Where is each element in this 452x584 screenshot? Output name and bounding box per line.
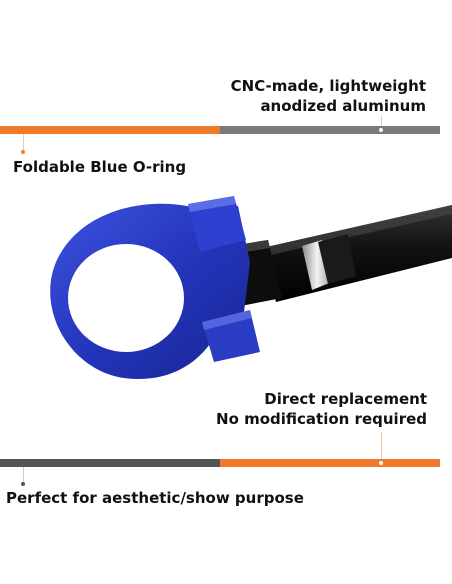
cnc-caption: CNC-made, lightweight anodized aluminum (231, 76, 426, 116)
bottom-connector-left (23, 467, 24, 484)
top-bar-gray (220, 126, 440, 134)
bottom-dot-left (21, 482, 25, 486)
blue-o-ring (50, 196, 260, 379)
top-dot-right (379, 128, 383, 132)
top-connector-left (23, 134, 24, 152)
top-connector-right (381, 116, 382, 126)
tow-bar (262, 205, 452, 302)
direct-caption: Direct replacement No modification requi… (216, 389, 427, 429)
cnc-caption-line2: anodized aluminum (260, 97, 426, 115)
aesthetic-caption: Perfect for aesthetic/show purpose (6, 489, 304, 507)
bottom-dot-right (379, 461, 383, 465)
cnc-caption-line1: CNC-made, lightweight (230, 77, 426, 95)
top-bar-orange (0, 126, 220, 134)
top-dot-left (21, 150, 25, 154)
bottom-bar-orange (220, 459, 440, 467)
silver-nut (302, 234, 356, 290)
foldable-caption: Foldable Blue O-ring (13, 158, 187, 176)
bottom-bar-gray (0, 459, 220, 467)
direct-caption-line2: No modification required (216, 410, 427, 428)
direct-caption-line1: Direct replacement (264, 390, 427, 408)
bottom-connector-right (381, 432, 382, 459)
